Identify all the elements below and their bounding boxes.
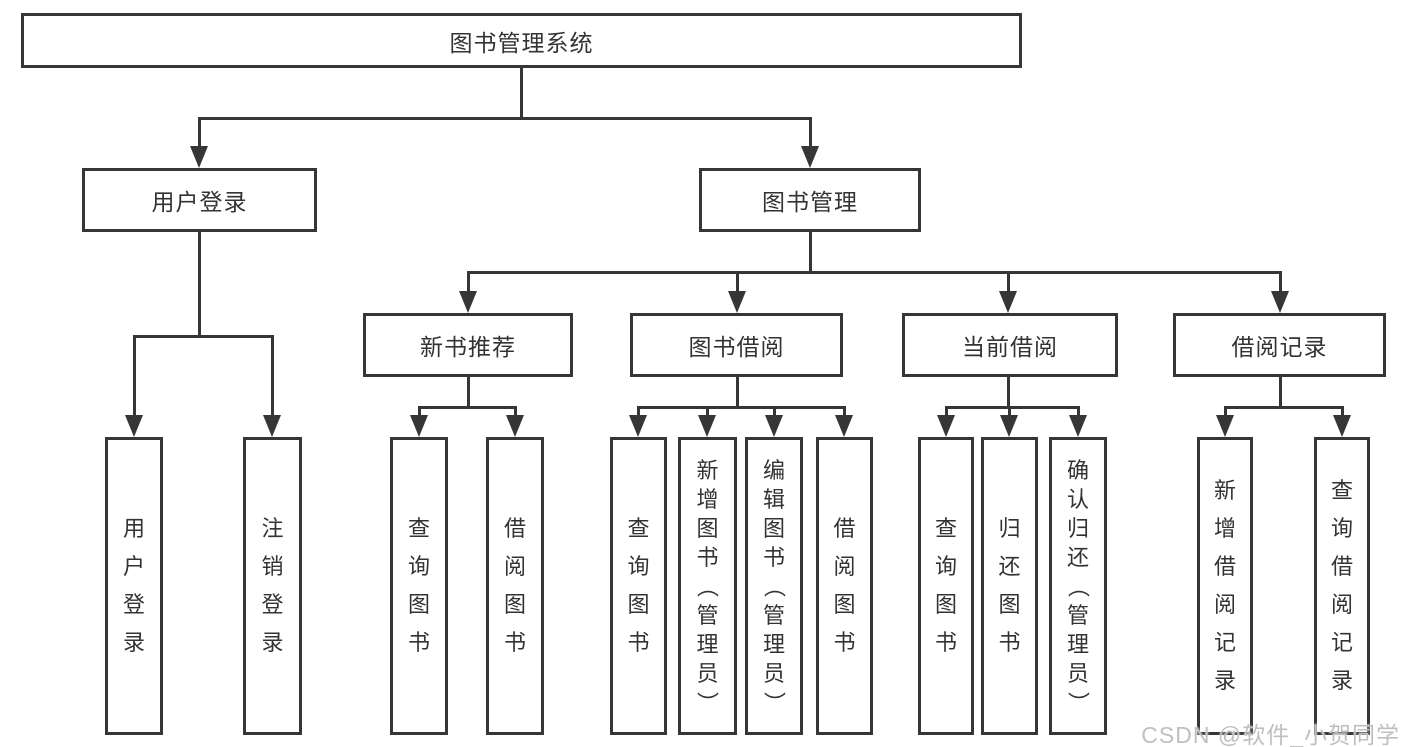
node-user-login: 用户登录 bbox=[82, 168, 317, 232]
arrowhead-icon bbox=[459, 291, 477, 313]
connector-line bbox=[197, 232, 201, 338]
connector-line bbox=[944, 405, 1080, 409]
node-borrow-records: 借阅记录 bbox=[1173, 313, 1386, 377]
leaf-bb-query-books-label: 查询图书 bbox=[627, 516, 650, 655]
leaf-nbr-query-books: 查询图书 bbox=[390, 437, 448, 735]
connector-line bbox=[636, 405, 846, 409]
arrowhead-icon bbox=[698, 415, 716, 437]
arrowhead-icon bbox=[1216, 415, 1234, 437]
connector-line bbox=[417, 405, 517, 409]
leaf-cb-query-books: 查询图书 bbox=[918, 437, 974, 735]
leaf-user-login: 用户登录 bbox=[105, 437, 163, 735]
leaf-br-query-record: 查询借阅记录 bbox=[1314, 437, 1370, 735]
node-book-management-label: 图书管理 bbox=[762, 189, 858, 215]
leaf-bb-add-books-admin-label: 新增图书（管理员） bbox=[694, 457, 720, 714]
arrowhead-icon bbox=[125, 415, 143, 437]
leaf-cb-return-books-label: 归还图书 bbox=[998, 516, 1021, 655]
node-current-borrow-label: 当前借阅 bbox=[962, 334, 1058, 360]
leaf-bb-borrow-books-label: 借阅图书 bbox=[833, 516, 856, 655]
leaf-br-add-record: 新增借阅记录 bbox=[1197, 437, 1253, 735]
leaf-logout: 注销登录 bbox=[243, 437, 302, 735]
connector-line bbox=[466, 272, 470, 305]
connector-line bbox=[735, 377, 739, 409]
connector-line bbox=[1278, 272, 1282, 305]
node-book-borrow: 图书借阅 bbox=[630, 313, 843, 377]
node-new-book-recommend-label: 新书推荐 bbox=[420, 334, 516, 360]
leaf-user-login-label: 用户登录 bbox=[122, 516, 145, 655]
connector-line bbox=[808, 118, 812, 160]
connector-line bbox=[520, 68, 523, 120]
connector-line bbox=[197, 118, 201, 160]
arrowhead-icon bbox=[765, 415, 783, 437]
connector-line bbox=[1223, 405, 1344, 409]
arrowhead-icon bbox=[1333, 415, 1351, 437]
arrowhead-icon bbox=[1271, 291, 1289, 313]
leaf-bb-add-books-admin: 新增图书（管理员） bbox=[678, 437, 737, 735]
leaf-cb-confirm-return-admin-label: 确认归还（管理员） bbox=[1065, 457, 1091, 714]
connector-line bbox=[132, 334, 274, 338]
connector-line bbox=[1006, 272, 1010, 305]
node-root-label: 图书管理系统 bbox=[449, 29, 594, 56]
arrowhead-icon bbox=[801, 146, 819, 168]
leaf-nbr-query-books-label: 查询图书 bbox=[407, 516, 430, 655]
arrowhead-icon bbox=[190, 146, 208, 168]
leaf-cb-return-books: 归还图书 bbox=[981, 437, 1038, 735]
arrowhead-icon bbox=[1000, 415, 1018, 437]
leaf-nbr-borrow-books-label: 借阅图书 bbox=[503, 516, 526, 655]
leaf-bb-borrow-books: 借阅图书 bbox=[816, 437, 873, 735]
arrowhead-icon bbox=[410, 415, 428, 437]
connector-line bbox=[197, 116, 812, 120]
leaf-br-query-record-label: 查询借阅记录 bbox=[1330, 478, 1353, 693]
node-current-borrow: 当前借阅 bbox=[902, 313, 1118, 377]
node-borrow-records-label: 借阅记录 bbox=[1231, 334, 1328, 360]
node-book-borrow-label: 图书借阅 bbox=[688, 334, 785, 360]
connector-line bbox=[132, 336, 136, 429]
connector-line bbox=[270, 336, 274, 429]
watermark: CSDN @软件_小贺同学 bbox=[1141, 722, 1400, 747]
connector-line bbox=[1278, 377, 1282, 409]
leaf-bb-edit-books-admin: 编辑图书（管理员） bbox=[745, 437, 803, 735]
node-new-book-recommend: 新书推荐 bbox=[363, 313, 573, 377]
connector-line bbox=[466, 270, 1282, 274]
arrowhead-icon bbox=[728, 291, 746, 313]
arrowhead-icon bbox=[263, 415, 281, 437]
node-book-management: 图书管理 bbox=[699, 168, 921, 232]
connector-line bbox=[808, 232, 812, 274]
leaf-logout-label: 注销登录 bbox=[261, 516, 284, 655]
leaf-br-add-record-label: 新增借阅记录 bbox=[1213, 478, 1236, 693]
leaf-cb-query-books-label: 查询图书 bbox=[934, 516, 957, 655]
connector-line bbox=[1006, 377, 1010, 409]
leaf-bb-edit-books-admin-label: 编辑图书（管理员） bbox=[761, 457, 787, 714]
arrowhead-icon bbox=[506, 415, 524, 437]
node-root: 图书管理系统 bbox=[21, 13, 1022, 68]
connector-line bbox=[735, 272, 739, 305]
arrowhead-icon bbox=[835, 415, 853, 437]
leaf-bb-query-books: 查询图书 bbox=[610, 437, 667, 735]
leaf-cb-confirm-return-admin: 确认归还（管理员） bbox=[1049, 437, 1107, 735]
arrowhead-icon bbox=[999, 291, 1017, 313]
arrowhead-icon bbox=[937, 415, 955, 437]
arrowhead-icon bbox=[1069, 415, 1087, 437]
arrowhead-icon bbox=[629, 415, 647, 437]
leaf-nbr-borrow-books: 借阅图书 bbox=[486, 437, 544, 735]
node-user-login-label: 用户登录 bbox=[151, 189, 248, 215]
connector-line bbox=[466, 377, 470, 409]
